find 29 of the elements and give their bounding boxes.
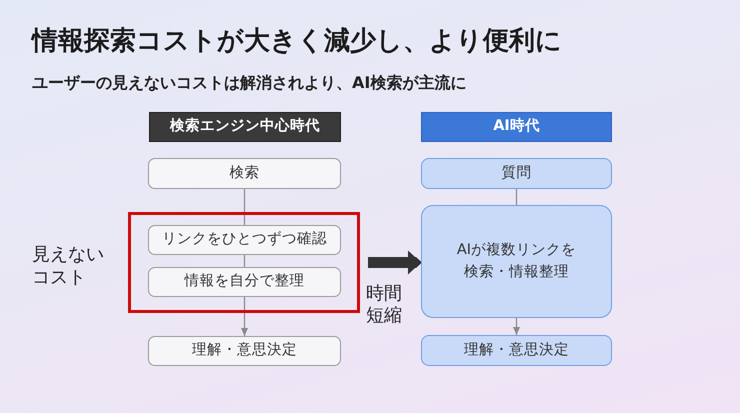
header-bar [421,112,612,142]
process-step [148,267,341,297]
step-text: 検索 [230,164,260,183]
slide-title: 情報探索コストが大きく減少し、より便利に [32,26,562,58]
block-arrow [368,250,421,274]
connector-line [244,255,246,267]
step-text: 理解・意思決定 [192,340,297,360]
connector-line [244,189,246,225]
edge-label: 時間短縮 [366,283,403,326]
process-step [421,335,612,366]
arrow [513,318,520,335]
process-step [148,158,341,189]
highlight-frame [128,212,360,313]
process-step [148,225,341,255]
step-text: 情報を自分で整理 [184,272,304,292]
step-text: AIが複数リンクを検索・情報整理 [456,240,578,282]
step-text: 理解・意思決定 [464,340,569,360]
process-step [421,205,612,318]
process-step [421,158,612,189]
subtitle: ユーザーの見えないコストは解消されより、AI検索が主流に [32,73,466,92]
connector-line [516,189,518,205]
arrow [241,297,248,336]
process-step [148,336,341,366]
side-note: 見えないコスト [32,244,105,289]
header-text: 検索エンジン中心時代 [170,116,320,136]
step-text: 質問 [502,164,532,183]
step-text: リンクをひとつずつ確認 [162,230,327,250]
header-bar [149,112,341,142]
header-text: AI時代 [493,116,540,136]
